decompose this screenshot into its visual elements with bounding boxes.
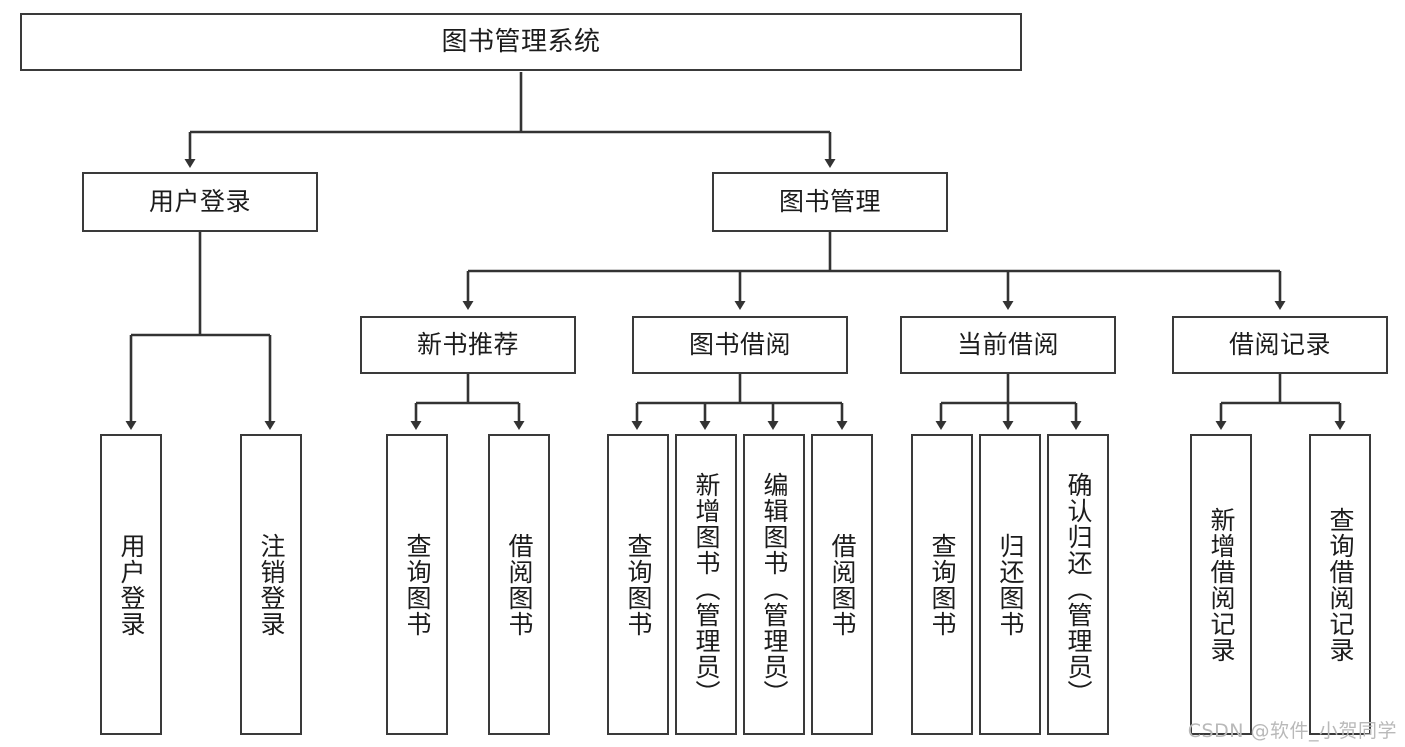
watermark-csdn: CSDN @软件_小贺同学	[1187, 720, 1397, 742]
leaf-edit-book-admin[interactable]: 编辑图书（管理员）	[743, 434, 805, 735]
node-label: 新增图书（管理员）	[692, 471, 721, 706]
node-label: 编辑图书（管理员）	[760, 471, 789, 706]
node-label: 借阅图书	[505, 532, 534, 637]
node-label: 图书管理系统	[441, 26, 601, 57]
node-current-borrow[interactable]: 当前借阅	[900, 316, 1116, 374]
leaf-user-logout[interactable]: 注销登录	[240, 434, 302, 735]
leaf-user-login[interactable]: 用户登录	[100, 434, 162, 735]
node-label: 新书推荐	[416, 330, 519, 360]
node-borrow-record[interactable]: 借阅记录	[1172, 316, 1388, 374]
leaf-query-borrow-record[interactable]: 查询借阅记录	[1309, 434, 1371, 735]
node-label: 归还图书	[996, 532, 1025, 637]
node-user-login[interactable]: 用户登录	[82, 172, 318, 232]
node-root-system[interactable]: 图书管理系统	[20, 13, 1022, 71]
leaf-query-book-recommend[interactable]: 查询图书	[386, 434, 448, 735]
node-label: 查询借阅记录	[1326, 506, 1355, 663]
node-book-borrow[interactable]: 图书借阅	[632, 316, 848, 374]
leaf-query-book-current[interactable]: 查询图书	[911, 434, 973, 735]
leaf-add-book-admin[interactable]: 新增图书（管理员）	[675, 434, 737, 735]
node-label: 借阅图书	[828, 532, 857, 637]
leaf-borrow-book-recommend[interactable]: 借阅图书	[488, 434, 550, 735]
node-label: 查询图书	[928, 532, 957, 637]
node-label: 查询图书	[624, 532, 653, 637]
leaf-return-book[interactable]: 归还图书	[979, 434, 1041, 735]
leaf-borrow-book[interactable]: 借阅图书	[811, 434, 873, 735]
node-label: 用户登录	[148, 187, 251, 217]
node-label: 借阅记录	[1228, 330, 1331, 360]
node-label: 图书管理	[778, 187, 881, 217]
node-label: 查询图书	[403, 532, 432, 637]
leaf-query-book-borrow[interactable]: 查询图书	[607, 434, 669, 735]
node-label: 注销登录	[257, 532, 286, 637]
leaf-add-borrow-record[interactable]: 新增借阅记录	[1190, 434, 1252, 735]
node-book-management[interactable]: 图书管理	[712, 172, 948, 232]
leaf-confirm-return-admin[interactable]: 确认归还（管理员）	[1047, 434, 1109, 735]
node-label: 确认归还（管理员）	[1064, 471, 1093, 706]
node-label: 当前借阅	[956, 330, 1059, 360]
node-label: 新增借阅记录	[1207, 506, 1236, 663]
node-label: 图书借阅	[688, 330, 791, 360]
node-new-book-recommend[interactable]: 新书推荐	[360, 316, 576, 374]
node-label: 用户登录	[117, 532, 146, 637]
